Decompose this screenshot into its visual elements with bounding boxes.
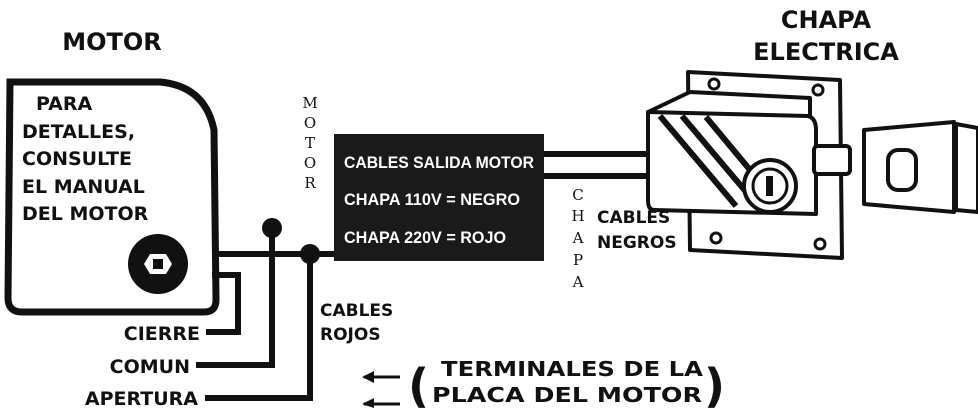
vertical-letter: A — [572, 273, 584, 291]
vertical-letter: P — [573, 251, 583, 269]
motor-note-line: DETALLES, — [22, 121, 135, 143]
cables-rojos-line: CABLES — [320, 301, 393, 321]
arrow-left-icon — [362, 371, 400, 383]
output-box — [334, 134, 544, 261]
motor-knob-icon — [128, 234, 188, 294]
motor-note: PARA DETALLES, CONSULTE EL MANUAL DEL MO… — [22, 93, 149, 225]
box-line-3: CHAPA 220V = ROJO — [344, 228, 506, 247]
electric-lock-icon — [646, 70, 978, 260]
vertical-letter: R — [304, 174, 316, 192]
lock-title-line-1: CHAPA — [781, 6, 872, 34]
junction-dot — [300, 244, 320, 264]
lock-title-line-2: ELECTRICA — [753, 38, 899, 66]
board-terminals-line-2: PLACA DEL MOTOR — [432, 383, 702, 407]
vertical-letter: H — [571, 207, 584, 225]
vertical-letter: A — [572, 229, 584, 247]
vertical-letter: O — [304, 154, 316, 172]
vertical-letter: T — [305, 134, 315, 152]
cables-negros-line: NEGROS — [597, 233, 677, 253]
cables-negros-line: CABLES — [597, 208, 670, 228]
motor-title: MOTOR — [62, 28, 162, 56]
vertical-letter: C — [572, 186, 583, 204]
vertical-letter: M — [302, 94, 317, 112]
vertical-letter: O — [304, 114, 316, 132]
motor-note-line: DEL MOTOR — [22, 203, 149, 225]
motor-note-line: PARA — [36, 93, 93, 115]
paren-close: ) — [704, 359, 725, 408]
cables-rojos-line: ROJOS — [320, 325, 381, 345]
motor-note-line: CONSULTE — [22, 148, 132, 170]
lock-wires — [544, 151, 660, 179]
vertical-motor-label: M O T O R — [302, 94, 317, 192]
board-terminals-line-1: TERMINALES DE LA — [441, 357, 704, 381]
terminal-apertura-label: APERTURA — [85, 388, 198, 408]
vertical-chapa-label: C H A P A — [571, 186, 584, 291]
box-line-1: CABLES SALIDA MOTOR — [344, 153, 534, 172]
paren-open: ( — [408, 359, 429, 408]
terminal-comun-label: COMUN — [110, 356, 190, 378]
junction-dot — [262, 218, 282, 238]
arrow-left-icon — [362, 398, 400, 408]
box-line-2: CHAPA 110V = NEGRO — [344, 190, 520, 209]
motor-note-line: EL MANUAL — [22, 176, 145, 198]
terminal-cierre-label: CIERRE — [124, 323, 200, 345]
